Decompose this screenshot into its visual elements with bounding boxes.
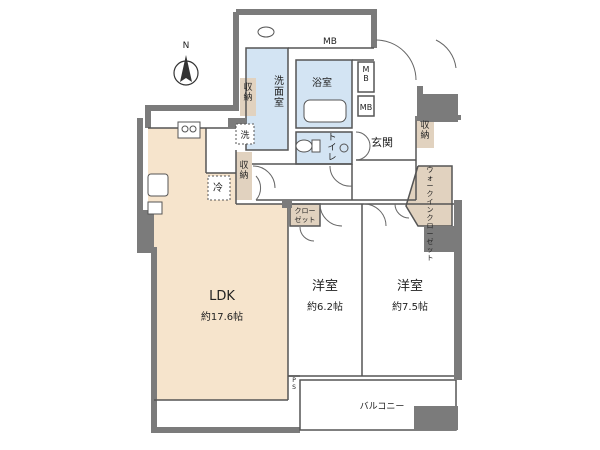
compass-label: N: [183, 41, 190, 51]
washer-label: 洗: [240, 129, 249, 141]
room-fills: [148, 48, 452, 400]
ldk-fill: [148, 128, 288, 400]
toilet-label: トイレ: [327, 133, 336, 163]
walkin-label: ウォークインクローゼット: [427, 166, 434, 262]
labels: LDK 約17.6帖 洋室 約6.2帖 洋室 約7.5帖 浴室 玄関 バルコニー…: [201, 37, 434, 412]
ldk-area: 約17.6帖: [201, 310, 243, 323]
door-swings: [252, 39, 457, 242]
closet-fill: [290, 204, 320, 226]
pillars: [140, 94, 462, 430]
fixtures: [147, 26, 349, 215]
storage-ldk-label: 収納: [239, 159, 248, 181]
ldk-name: LDK: [209, 289, 235, 304]
stove-icon: [177, 121, 201, 139]
washroom-label: 洗面室: [274, 75, 284, 109]
dishwasher-icon: [147, 201, 163, 215]
mb-top-label: MB: [323, 37, 337, 47]
storage-entrance-fill: [416, 120, 434, 148]
toilet-sink-icon: [339, 143, 349, 153]
western2-area: 約7.5帖: [392, 300, 428, 313]
entrance-label: 玄関: [371, 135, 393, 149]
basin-icon: [257, 26, 275, 38]
interior-walls: [148, 47, 458, 431]
bath-label: 浴室: [312, 76, 332, 89]
storage-entrance-label: 収納: [420, 119, 429, 141]
sink-icon: [147, 173, 169, 197]
closet-label-1: クロー: [295, 207, 316, 215]
storage-washroom-fill: [240, 78, 256, 116]
closet-label-2: ゼット: [295, 215, 316, 224]
north-arrow-icon: [180, 55, 192, 82]
storage-washroom-label: 収納: [243, 81, 252, 103]
balcony-label: バルコニー: [360, 401, 405, 412]
fridge-area: [207, 175, 231, 201]
western1-name: 洋室: [312, 278, 338, 294]
western2-name: 洋室: [397, 278, 423, 294]
compass: N: [173, 41, 199, 86]
walkin-fill: [406, 166, 452, 226]
washer-area: [235, 123, 255, 145]
toilet-icon: [295, 139, 321, 153]
mb-small-label: MB: [360, 103, 372, 112]
storage-ldk-fill: [236, 152, 252, 200]
western1-area: 約6.2帖: [307, 300, 343, 313]
fridge-label: 冷: [213, 181, 223, 194]
bathtub-icon: [303, 99, 347, 123]
